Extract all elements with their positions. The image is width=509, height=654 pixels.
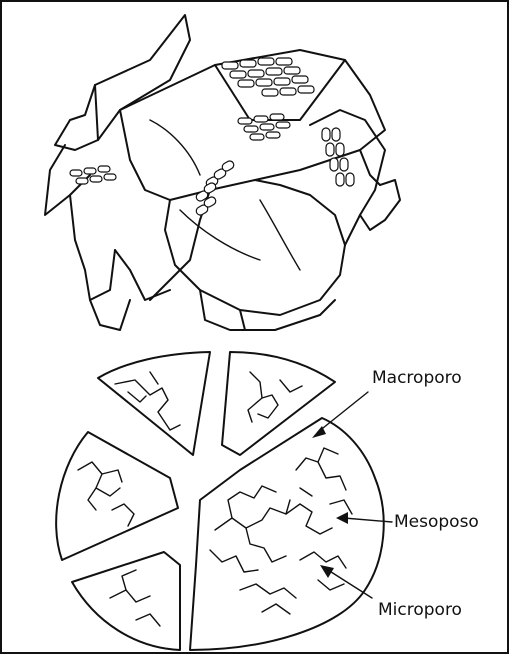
- macroporo-label: Macroporo: [372, 368, 462, 388]
- cell-cluster-left: [70, 166, 116, 184]
- carbon-particle-drawing: [45, 15, 400, 330]
- disc-segment-top-right: [222, 352, 335, 455]
- cell-cluster-top: [222, 58, 314, 96]
- cell-cluster-middle: [238, 114, 290, 140]
- disc-segment-left: [56, 432, 178, 560]
- disc-segment-bottom-left: [72, 552, 180, 650]
- cell-cluster-lower: [195, 160, 235, 217]
- pore-disc-drawing: [56, 352, 392, 650]
- disc-segment-main: [190, 418, 384, 650]
- microporo-arrow: [320, 565, 372, 598]
- mesoporo-label: Mesoposo: [394, 512, 479, 532]
- microporo-label: Microporo: [378, 600, 462, 620]
- macroporo-arrow: [312, 392, 368, 438]
- disc-segment-top-left: [98, 352, 210, 455]
